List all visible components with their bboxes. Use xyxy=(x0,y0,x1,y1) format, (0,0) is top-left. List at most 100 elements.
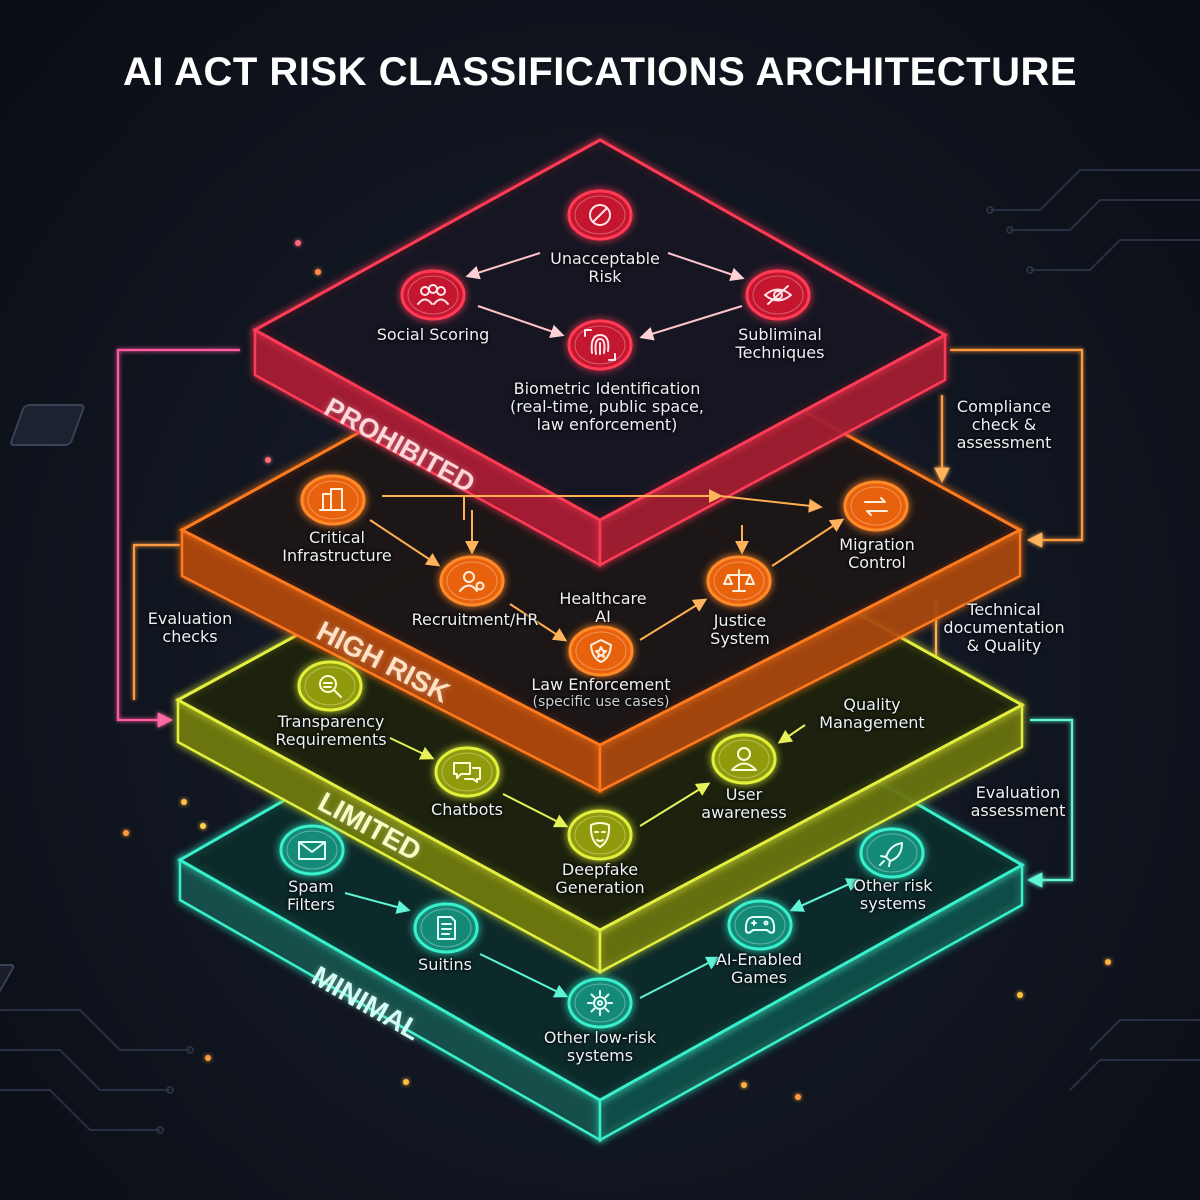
chip-icon xyxy=(0,964,15,1000)
node-badge-inner xyxy=(575,631,627,671)
glow-particle xyxy=(205,1055,211,1061)
user-gear-icon xyxy=(439,555,505,607)
side-note-quality-management: Quality Management xyxy=(819,695,925,732)
flow-arrow xyxy=(771,518,845,567)
node-label: Justice System xyxy=(710,611,770,648)
node-badge-inner xyxy=(407,275,459,315)
page-title: AI ACT RISK CLASSIFICATIONS ARCHITECTURE xyxy=(122,50,1078,94)
node-badge-inner xyxy=(574,195,626,235)
glow-particle xyxy=(315,269,321,275)
side-note-technical-documentation: Technical documentation & Quality xyxy=(943,600,1065,655)
node-badge xyxy=(400,269,466,321)
glow-particle xyxy=(403,1079,409,1085)
exchange-icon xyxy=(843,480,909,532)
node-badge xyxy=(279,824,345,876)
circuit-decoration xyxy=(0,169,1200,1134)
node-label: Deepfake Generation xyxy=(555,860,645,897)
node-label: Transparency Requirements xyxy=(275,712,387,749)
node-badge xyxy=(568,625,634,677)
side-note-compliance: Compliance check & assessment xyxy=(956,397,1052,452)
side-note-evaluation-checks: Evaluation checks xyxy=(147,609,233,646)
node-label: Recruitment/HR xyxy=(411,610,539,629)
glow-particle xyxy=(265,457,271,463)
envelope-icon xyxy=(279,824,345,876)
side-note-evaluation-assessment: Evaluation assessment xyxy=(970,783,1066,820)
node-label: Chatbots xyxy=(431,800,503,819)
node-label: Migration Control xyxy=(839,535,915,572)
node-label: Other low-risk systems xyxy=(543,1028,657,1065)
node-label: Suitins xyxy=(418,955,472,974)
node-badge xyxy=(300,474,366,526)
mask-face-icon xyxy=(567,809,633,861)
fingerprint-icon xyxy=(567,319,633,371)
node-badge-inner xyxy=(304,666,356,706)
flow-arrow xyxy=(465,252,541,280)
node-badge-inner xyxy=(574,983,626,1023)
node-badge-inner xyxy=(734,905,786,945)
node-badge xyxy=(843,480,909,532)
node-badge xyxy=(567,809,633,861)
node-badge-inner xyxy=(441,752,493,792)
scales-icon xyxy=(706,555,772,607)
glow-particle xyxy=(1017,992,1023,998)
glow-particle xyxy=(123,830,129,836)
flow-arrow xyxy=(382,489,723,520)
flow-arrow xyxy=(639,598,708,641)
node-label: User awareness xyxy=(701,785,787,822)
node-label: Unacceptable Risk xyxy=(550,249,660,286)
node-badge-inner xyxy=(574,815,626,855)
people-group-icon xyxy=(400,269,466,321)
node-label: AI-Enabled Games xyxy=(715,950,803,987)
chat-bubbles-icon xyxy=(434,746,500,798)
node-label: Biometric Identification (real-time, pub… xyxy=(510,379,704,434)
node-label: Subliminal Techniques xyxy=(735,325,825,362)
flow-arrow xyxy=(389,737,435,760)
node-badge xyxy=(859,827,925,879)
glow-particle xyxy=(741,1082,747,1088)
flow-arrow xyxy=(639,305,743,341)
flow-arrow xyxy=(639,782,711,827)
glow-particle xyxy=(181,799,187,805)
node-badge xyxy=(567,977,633,1029)
node-badge-inner xyxy=(850,486,902,526)
node-label: Healthcare AI xyxy=(559,589,647,626)
node-badge-inner xyxy=(866,833,918,873)
flow-arrow xyxy=(719,495,823,513)
node-badge-inner xyxy=(752,275,804,315)
flow-arrow xyxy=(509,603,568,642)
node-badge xyxy=(727,899,793,951)
node-badge-inner xyxy=(286,830,338,870)
flow-arrow xyxy=(344,892,411,914)
node-label: Other risk systems xyxy=(853,876,933,913)
node-sublabel: (specific use cases) xyxy=(532,694,670,710)
flow-arrow xyxy=(479,953,569,998)
node-label: Spam Filters xyxy=(287,877,335,914)
building-icon xyxy=(300,474,366,526)
glow-particle xyxy=(795,1094,801,1100)
glow-particle xyxy=(1105,959,1111,965)
node-badge-inner xyxy=(718,739,770,779)
document-icon xyxy=(413,902,479,954)
node-badge xyxy=(434,746,500,798)
gear-icon xyxy=(567,977,633,1029)
prohibited-icon xyxy=(567,189,633,241)
flow-arrow xyxy=(477,305,565,338)
magnifier-icon xyxy=(297,660,363,712)
gamepad-icon xyxy=(727,899,793,951)
flow-arrow xyxy=(777,724,806,744)
glow-particle xyxy=(295,240,301,246)
glow-particle xyxy=(200,823,206,829)
node-badge-inner xyxy=(713,561,765,601)
node-badge-inner xyxy=(420,908,472,948)
flow-arrow xyxy=(667,252,745,282)
flow-arrow xyxy=(639,956,721,999)
node-label: Social Scoring xyxy=(376,325,490,344)
eye-icon xyxy=(745,269,811,321)
node-badge-inner xyxy=(574,325,626,365)
node-badge-inner xyxy=(446,561,498,601)
rocket-icon xyxy=(859,827,925,879)
flow-arrow xyxy=(502,793,569,828)
node-label: Critical Infrastructure xyxy=(282,528,392,565)
